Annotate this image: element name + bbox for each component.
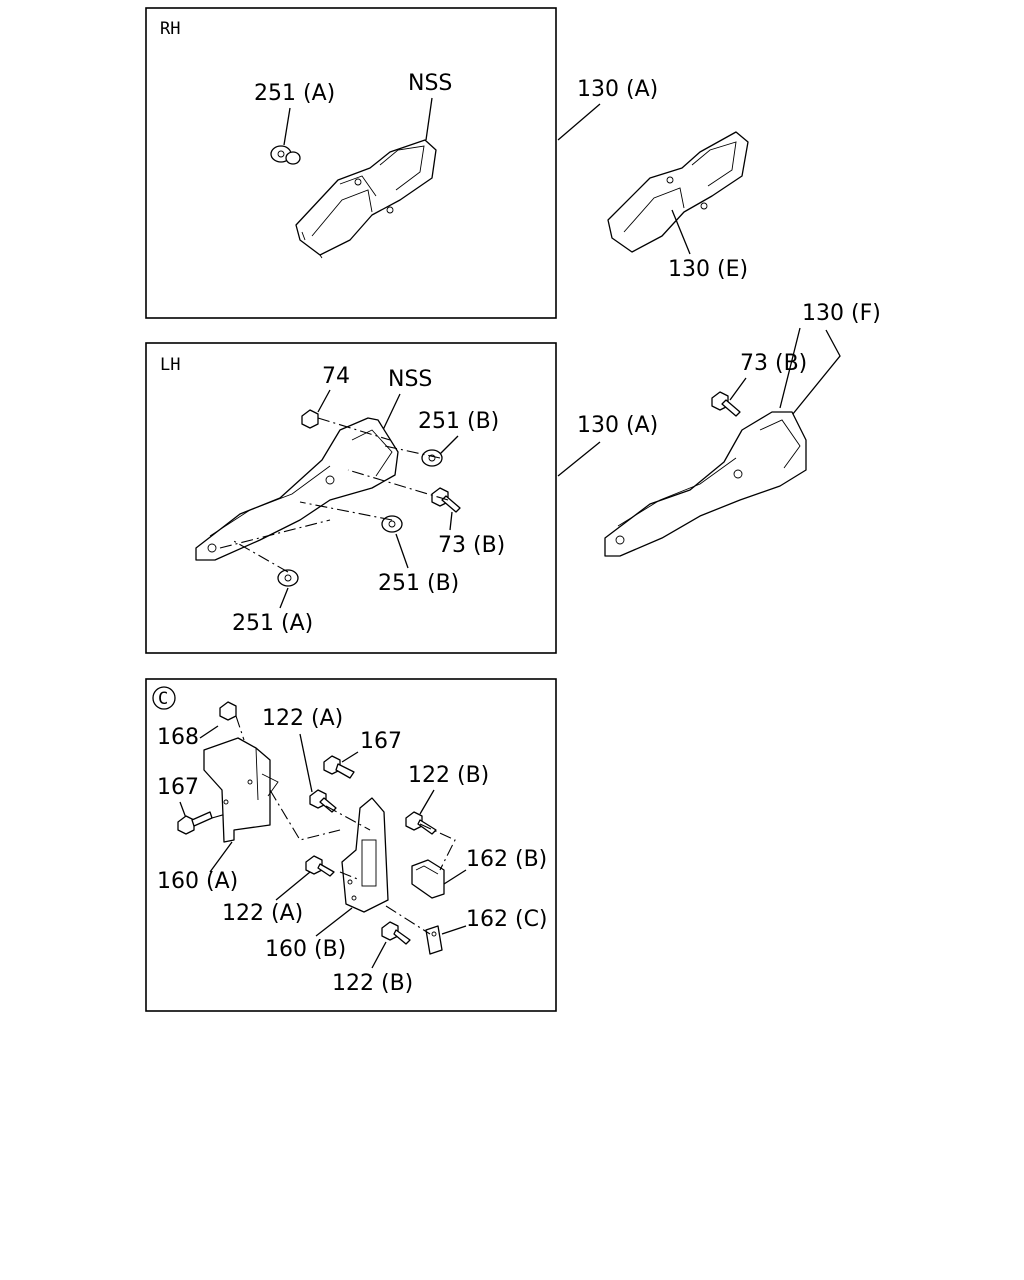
- lh-assembly-leader: [557, 441, 601, 477]
- c-bolt-left-leader: [179, 801, 187, 819]
- c-assembly-dashlines: [211, 715, 456, 935]
- c-nut-168: [219, 701, 237, 721]
- c-bolt-top-leader: [341, 751, 359, 763]
- lh-outside-bolt-73b: [711, 391, 741, 417]
- lh-part-130f-label: 130 (F): [802, 301, 881, 326]
- rh-part-leader: [671, 209, 691, 255]
- c-bracket-160b-label: 160 (B): [265, 937, 346, 962]
- lh-assembly-outside: 130 (F) 73 (B) 130 (A): [557, 301, 881, 557]
- c-plate-162c-label: 162 (C): [466, 907, 548, 932]
- lh-outside-bolt-leader: [729, 377, 747, 401]
- lh-nut-74-label: 74: [322, 364, 350, 389]
- c-screw-b-top-leader: [419, 789, 435, 815]
- c-screw-b-bottom-leader: [371, 941, 387, 969]
- lh-clip-251b-top-label: 251 (B): [418, 409, 499, 434]
- c-plate-c-leader: [441, 925, 467, 935]
- lh-nss-label: NSS: [388, 367, 432, 392]
- rh-clip-leader: [283, 107, 291, 146]
- lh-clip-b-top-leader: [439, 435, 459, 455]
- lh-clip-251b-top: [421, 449, 443, 467]
- rh-nss-leader: [425, 97, 433, 141]
- rh-nss-label: NSS: [408, 71, 452, 96]
- lh-clip-251a: [277, 569, 299, 587]
- c-nut-168-label: 168: [157, 725, 199, 750]
- lh-panel-title: LH: [160, 355, 180, 375]
- lh-outside-bolt-73b-label: 73 (B): [740, 351, 807, 376]
- lh-clip-251a-label: 251 (A): [232, 611, 313, 636]
- c-plate-162b: [411, 859, 445, 899]
- c-bolt-167-left: [177, 811, 213, 835]
- c-plate-162b-label: 162 (B): [466, 847, 547, 872]
- c-panel-title-circle: [152, 686, 176, 710]
- c-bracket-160a: [203, 737, 279, 843]
- lh-nss-leader: [381, 393, 401, 433]
- c-screw-a-bottom-leader: [275, 871, 311, 901]
- c-screw-a-top-leader: [299, 733, 313, 793]
- rh-bracket-part: [295, 139, 437, 259]
- c-panel: C 168 167 122 (A) 167 122 (B): [145, 678, 557, 1012]
- c-screw-122b-bottom-label: 122 (B): [332, 971, 413, 996]
- rh-assembly-part: [607, 131, 749, 253]
- lh-bolt-73b-label: 73 (B): [438, 533, 505, 558]
- rh-assembly-leader: [557, 103, 601, 141]
- lh-panel: LH 74 NSS 251 (B) 73 (B) 251 (B) 251 (A): [145, 342, 557, 654]
- lh-assembly-130a-label: 130 (A): [577, 413, 658, 438]
- c-panel-frame: [145, 678, 557, 1012]
- lh-panel-frame: [145, 342, 557, 654]
- c-screw-122a-bottom: [305, 855, 335, 877]
- lh-bolt-73b: [431, 487, 461, 513]
- c-screw-122a-bottom-label: 122 (A): [222, 901, 303, 926]
- c-panel-title: C: [158, 689, 168, 709]
- c-bolt-167-top-label: 167: [360, 729, 402, 754]
- c-screw-122a-top: [309, 789, 337, 813]
- lh-nut-74: [301, 409, 319, 429]
- lh-clip-251b-bottom: [381, 515, 403, 533]
- c-screw-122b-top: [405, 811, 437, 835]
- lh-bracket-part: [195, 417, 399, 561]
- c-bolt-167-left-label: 167: [157, 775, 199, 800]
- lh-part-130f-leader: [779, 327, 841, 421]
- c-plate-162c: [425, 925, 443, 955]
- c-screw-122b-top-label: 122 (B): [408, 763, 489, 788]
- c-nut-leader: [199, 725, 219, 739]
- rh-part-130e-label: 130 (E): [668, 257, 748, 282]
- lh-bolt-leader: [449, 511, 453, 531]
- rh-panel-frame: [145, 7, 557, 319]
- rh-clip-251a: [270, 145, 301, 165]
- rh-panel-title: RH: [160, 19, 180, 39]
- rh-assembly-outside: 130 (A) 130 (E): [557, 77, 749, 282]
- c-bracket-160b: [341, 797, 389, 913]
- lh-nut-leader: [317, 389, 331, 413]
- rh-panel: RH 251 (A) NSS: [145, 7, 557, 319]
- rh-clip-251a-label: 251 (A): [254, 81, 335, 106]
- c-bracket-b-leader: [315, 907, 353, 937]
- lh-assembly-part: [604, 411, 807, 557]
- c-bracket-160a-label: 160 (A): [157, 869, 238, 894]
- c-screw-122b-bottom: [381, 921, 411, 945]
- rh-assembly-130a-label: 130 (A): [577, 77, 658, 102]
- c-bracket-a-leader: [209, 841, 233, 873]
- lh-assembly-dashlines: [219, 417, 449, 573]
- lh-clip-b-bottom-leader: [395, 533, 409, 569]
- c-plate-b-leader: [443, 869, 467, 885]
- c-bolt-167-top: [323, 755, 355, 779]
- lh-clip-a-leader: [279, 587, 289, 609]
- c-screw-122a-top-label: 122 (A): [262, 706, 343, 731]
- lh-clip-251b-bottom-label: 251 (B): [378, 571, 459, 596]
